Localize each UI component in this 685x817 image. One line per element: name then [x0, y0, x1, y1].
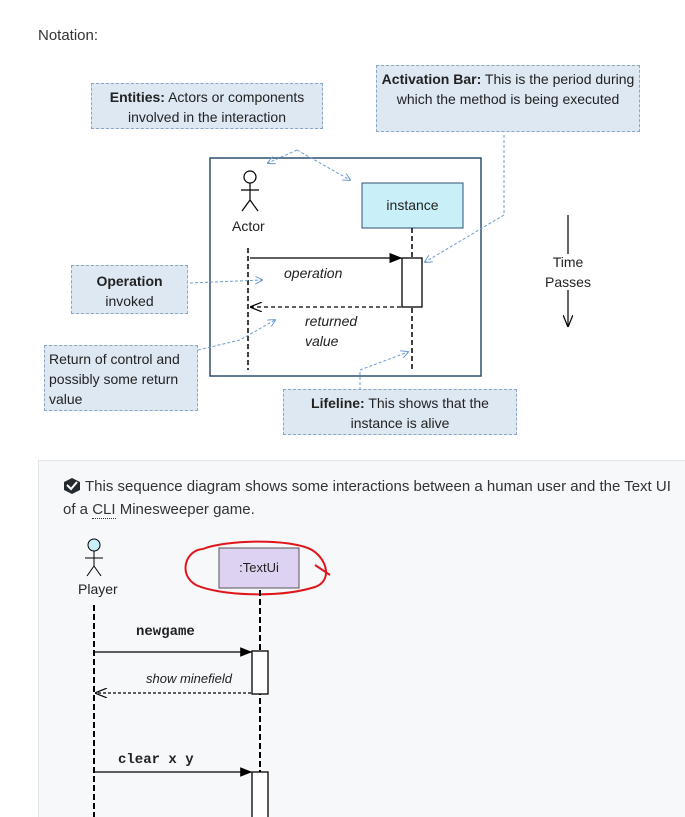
description-post: Minesweeper game.	[115, 501, 255, 518]
player-figure-fg	[85, 538, 103, 577]
callout-entities-title: Entities:	[109, 89, 165, 105]
connector-entities-actor	[268, 149, 298, 163]
cli-abbr[interactable]: CLI	[92, 501, 116, 519]
textui-label: :TextUi	[239, 560, 279, 575]
actor-figure	[241, 170, 259, 212]
textui-activation-2-fg	[251, 771, 269, 817]
msg-newgame-label: newgame	[136, 624, 195, 640]
connector-entities-instance	[296, 149, 350, 180]
callout-activation-text: This is the period during which the meth…	[396, 71, 635, 107]
red-annotation-circle-fg	[184, 540, 331, 596]
callout-entities: Entities: Actors or components involved …	[91, 83, 323, 129]
instance-box	[361, 182, 464, 229]
actor-label: Actor	[232, 218, 265, 234]
activation-bar	[401, 257, 423, 308]
operation-label: operation	[284, 265, 343, 281]
time-label-line1: Time	[552, 254, 584, 270]
time-label-line2: Passes	[545, 274, 591, 290]
callout-return: Return of control and possibly some retu…	[44, 345, 198, 411]
description-pre: This sequence diagram shows some interac…	[63, 478, 671, 518]
callout-operation-text: invoked	[105, 293, 154, 309]
callout-operation: Operation invoked	[71, 265, 188, 314]
callout-lifeline: Lifeline: This shows that the instance i…	[283, 389, 517, 435]
player-label: Player	[78, 581, 118, 597]
example-description: This sequence diagram shows some interac…	[63, 475, 678, 521]
connector-activation	[425, 135, 505, 262]
connector-lifeline	[359, 352, 408, 390]
textui-box-fg	[218, 547, 300, 589]
connector-return	[197, 320, 275, 351]
instance-label: instance	[386, 197, 439, 213]
returned-label-line2: value	[305, 333, 339, 349]
callout-return-text: Return of control and possibly some retu…	[49, 351, 180, 407]
msg-clear-label: clear x y	[118, 752, 194, 768]
textui-activation-1-fg	[251, 650, 269, 695]
msg-return-label: show minefield	[146, 671, 232, 686]
callout-lifeline-title: Lifeline:	[311, 395, 365, 411]
returned-label-line1: returned	[305, 313, 358, 329]
callout-activation-title: Activation Bar:	[381, 71, 482, 87]
callout-entities-text: Actors or components involved in the int…	[128, 89, 305, 125]
callout-lifeline-text: This shows that the instance is alive	[350, 395, 489, 431]
example-panel	[38, 460, 685, 817]
callout-operation-title: Operation	[96, 273, 163, 289]
notation-label: Notation:	[38, 27, 99, 44]
connector-operation	[189, 280, 262, 283]
callout-activation-bar: Activation Bar: This is the period durin…	[376, 65, 640, 132]
info-icon	[64, 478, 80, 494]
